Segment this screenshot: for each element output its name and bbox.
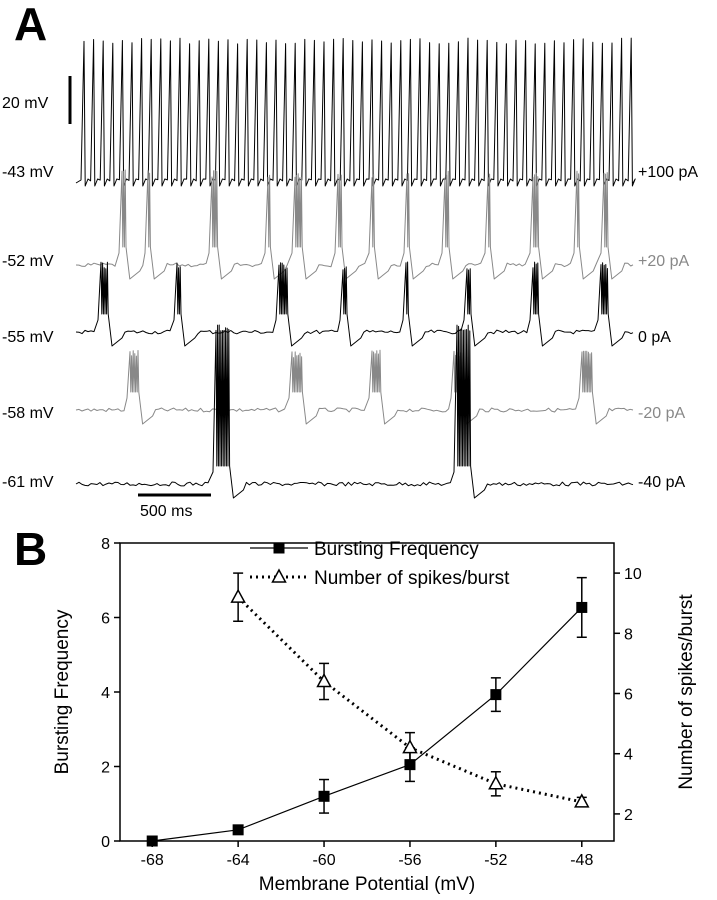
trace-current-label: -20 pA: [638, 405, 685, 422]
chart-series: [146, 572, 590, 847]
voltage-trace: [75, 261, 634, 347]
y2-axis-label: Number of spikes/burst: [676, 594, 697, 790]
data-point: [488, 775, 504, 790]
legend-label: Number of spikes/burst: [314, 568, 510, 589]
series-line: [152, 606, 583, 842]
voltage-traces: [75, 37, 636, 499]
data-point: [146, 835, 158, 847]
panel-b-letter: B: [14, 523, 47, 575]
y-tick-label: 4: [101, 685, 110, 702]
trace-baseline-label: -58 mV: [2, 405, 54, 422]
trace-baseline-label: -61 mV: [2, 474, 54, 491]
time-scale-label: 500 ms: [140, 503, 192, 520]
x-tick-label: -60: [312, 852, 335, 869]
data-point: [232, 824, 244, 836]
data-point: [318, 790, 330, 802]
trace-baseline-label: -52 mV: [2, 253, 54, 270]
trace-baseline-label: -43 mV: [2, 164, 54, 181]
data-point: [490, 689, 502, 701]
panel-a-letter: A: [14, 0, 47, 50]
voltage-trace: [75, 169, 634, 280]
panel-a: A 20 mV 500 ms -43 mV +100 pA -52 mV +20 pA…: [2, 0, 698, 520]
voltage-scale-label: 20 mV: [2, 95, 49, 112]
y2-tick-label: 6: [624, 687, 633, 704]
x-tick-label: -64: [227, 852, 250, 869]
trace-baseline-label: -55 mV: [2, 329, 54, 346]
x-axis-label: Membrane Potential (mV): [259, 874, 475, 895]
y2-tick-label: 4: [624, 747, 633, 764]
data-point: [316, 672, 332, 688]
voltage-trace: [75, 349, 634, 425]
y-axis-label: Bursting Frequency: [52, 609, 73, 774]
panel-b: B -68 -64 -60 -56 -52 -48 0 2 4 6 8 2 4 6 8 10 Bursting…: [14, 523, 697, 895]
x-tick-label: -48: [570, 852, 593, 869]
trace-current-label: 0 pA: [638, 329, 671, 346]
y-tick-label: 8: [101, 536, 110, 553]
data-point: [230, 588, 246, 603]
trace-current-label: -40 pA: [638, 474, 685, 491]
data-point: [574, 793, 590, 808]
y-tick-label: 0: [101, 834, 110, 851]
x-tick-label: -56: [398, 852, 421, 869]
chart-axes: -68 -64 -60 -56 -52 -48 0 2 4 6 8 2 4 6 8 10: [101, 536, 642, 869]
voltage-trace: [75, 37, 636, 187]
trace-current-label: +100 pA: [638, 164, 698, 181]
legend-marker: [273, 542, 285, 554]
voltage-trace: [75, 324, 634, 499]
trace-labels: -43 mV +100 pA -52 mV +20 pA -55 mV 0 pA -58 m…: [2, 164, 698, 491]
trace-current-label: +20 pA: [638, 253, 689, 270]
data-point: [404, 759, 416, 771]
data-point: [402, 739, 418, 754]
y2-tick-label: 8: [624, 626, 633, 643]
y2-tick-label: 10: [624, 566, 642, 583]
legend-marker: [271, 568, 287, 583]
y2-tick-label: 2: [624, 807, 633, 824]
legend-label: Bursting Frequency: [314, 539, 479, 560]
y-tick-label: 2: [101, 760, 110, 777]
data-point: [576, 601, 588, 613]
y-tick-label: 6: [101, 611, 110, 628]
x-tick-label: -52: [484, 852, 507, 869]
x-tick-label: -68: [141, 852, 164, 869]
